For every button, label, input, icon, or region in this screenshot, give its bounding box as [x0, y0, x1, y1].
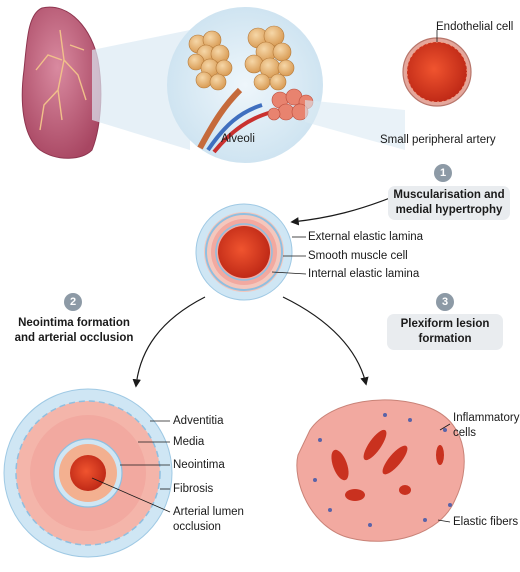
step-1-line2: medial hypertrophy — [395, 204, 503, 216]
step-3-line1: Plexiform lesion — [400, 318, 490, 330]
fibrosis-label: Fibrosis — [173, 483, 214, 495]
small-peripheral-artery-label: Small peripheral artery — [380, 134, 496, 146]
lung-illustration — [21, 6, 102, 159]
step-2-line1: Neointima formation — [18, 317, 130, 329]
step-1-line1: Muscularisation and — [393, 189, 505, 201]
arterial-lumen-label-line1: Arterial lumen — [173, 506, 244, 518]
step-3-line2: formation — [418, 333, 472, 345]
zoom-wedge-2 — [305, 100, 405, 150]
endothelial-cell-label: Endothelial cell — [436, 21, 514, 33]
plexiform-lesion-illustration — [296, 399, 465, 542]
inflammatory-cells-label-line2: cells — [453, 427, 477, 439]
alveoli-zoom — [167, 7, 323, 163]
adventitia-label: Adventitia — [173, 415, 224, 427]
step1-arrow — [290, 195, 396, 226]
muscularised-artery-illustration — [195, 203, 307, 301]
smooth-muscle-cell-label: Smooth muscle cell — [308, 250, 408, 262]
arterial-lumen-label-line2: occlusion — [173, 521, 221, 533]
alveoli-label: Alveoli — [221, 133, 255, 145]
neointima-label: Neointima — [173, 459, 225, 471]
internal-elastic-lamina-label: Internal elastic lamina — [308, 268, 420, 280]
occluded-artery-illustration — [3, 388, 173, 558]
step-2-badge: 2 — [64, 293, 82, 311]
zoom-wedge — [92, 30, 190, 150]
small-peripheral-artery-illustration — [402, 30, 472, 107]
step-3-badge: 3 — [436, 293, 454, 311]
step-2-box: Neointima formation and arterial occlusi… — [10, 314, 138, 348]
step-1-box: Muscularisation and medial hypertrophy — [388, 186, 510, 220]
step-1-badge: 1 — [434, 164, 452, 182]
step-2-line2: and arterial occlusion — [14, 332, 134, 344]
step-3-box: Plexiform lesion formation — [387, 314, 503, 350]
external-elastic-lamina-label: External elastic lamina — [308, 231, 424, 243]
step3-arrow — [282, 296, 369, 386]
step2-arrow — [132, 296, 206, 388]
elastic-fibers-label: Elastic fibers — [453, 516, 519, 528]
inflammatory-cells-label-line1: Inflammatory — [453, 412, 520, 424]
media-label: Media — [173, 436, 205, 448]
